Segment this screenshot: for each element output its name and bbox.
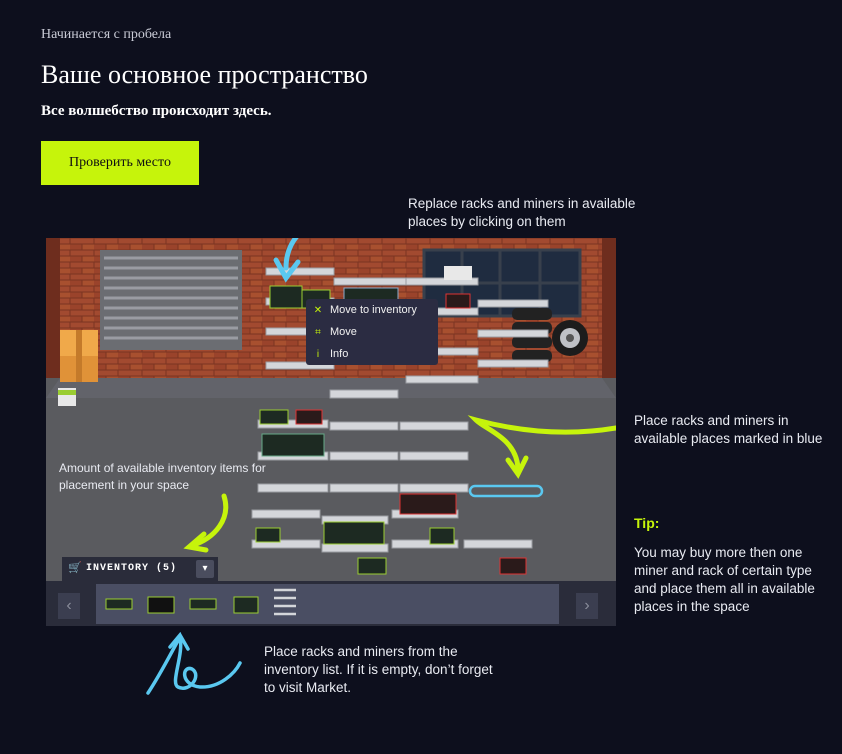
tools-icon: ✕ xyxy=(313,304,323,316)
chevron-right-icon[interactable]: › xyxy=(576,593,598,619)
inventory-label: INVENTORY (5) xyxy=(86,563,178,574)
hint-inventory-list: Place racks and miners from the inventor… xyxy=(264,644,493,695)
chevron-left-icon[interactable]: ‹ xyxy=(58,593,80,619)
context-menu: ✕ Move to inventory ⌗ Move i Info xyxy=(306,299,438,365)
pointer-arrow-left xyxy=(188,493,229,549)
inventory-item[interactable] xyxy=(189,598,217,610)
menu-item-move[interactable]: ⌗ Move xyxy=(306,321,438,343)
paint-bucket xyxy=(58,388,76,406)
hint-inventory-amount: Amount of available inventory items for … xyxy=(59,461,266,492)
hint-blue-places: Place racks and miners in available plac… xyxy=(634,413,823,446)
inventory-item[interactable] xyxy=(105,598,133,610)
chevron-down-icon[interactable]: ▾ xyxy=(196,560,214,578)
cart-icon: 🛒 xyxy=(68,562,82,574)
inventory-item[interactable] xyxy=(233,596,259,614)
menu-item-label: Move to inventory xyxy=(330,304,417,316)
info-icon: i xyxy=(316,348,320,360)
pointer-arrow-top xyxy=(283,238,300,271)
inventory-tab[interactable]: 🛒 INVENTORY (5) ▾ xyxy=(62,557,218,581)
pointer-arrow-right xyxy=(467,415,616,471)
page-description: Все волшебство происходит здесь. xyxy=(41,103,272,119)
hint-replace: Replace racks and miners in available pl… xyxy=(408,196,636,229)
swirl-arrow-decoration xyxy=(146,631,242,695)
inventory-count: (5) xyxy=(156,563,178,574)
cardboard-boxes xyxy=(60,330,98,382)
menu-item-info[interactable]: i Info xyxy=(306,343,438,365)
menu-item-move-to-inventory[interactable]: ✕ Move to inventory xyxy=(306,299,438,321)
inventory-list xyxy=(96,584,559,624)
section-subtitle: Начинается с пробела xyxy=(41,27,172,42)
menu-item-label: Info xyxy=(330,348,349,360)
page-title: Ваше основное пространство xyxy=(41,60,368,89)
inventory-item[interactable] xyxy=(147,596,175,614)
check-space-button[interactable]: Проверить место xyxy=(41,141,199,185)
game-scene xyxy=(46,238,616,626)
move-icon: ⌗ xyxy=(315,326,321,338)
tire-stack xyxy=(512,308,588,362)
garage-door xyxy=(100,250,242,350)
tip-text: You may buy more then one miner and rack… xyxy=(634,545,815,614)
ladder xyxy=(274,588,296,616)
menu-item-label: Move xyxy=(330,326,357,338)
tip-title: Tip: xyxy=(634,515,660,531)
available-slot-highlight[interactable] xyxy=(468,484,544,498)
